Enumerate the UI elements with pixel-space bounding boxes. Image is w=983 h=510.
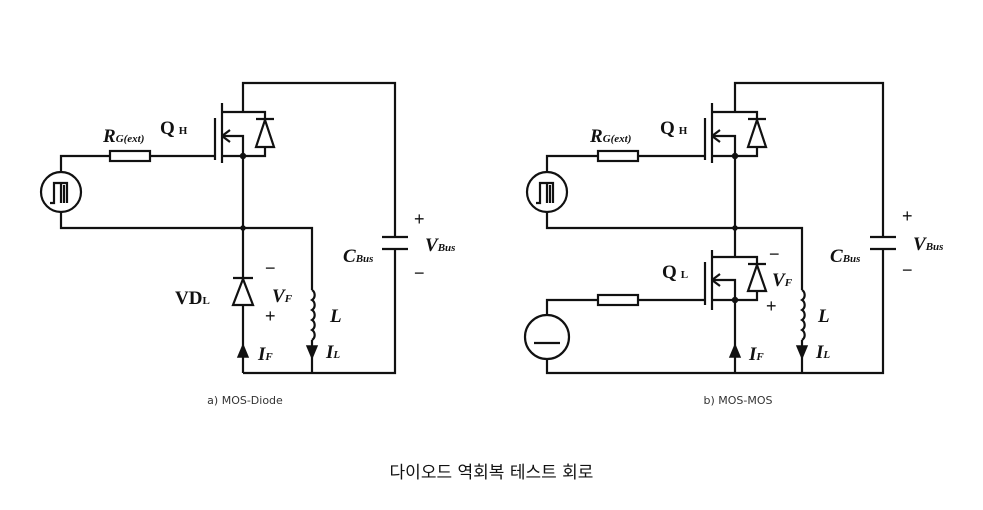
arrow-down-icon [795, 345, 809, 360]
gate-resistor-icon [596, 149, 640, 163]
vbus-minus: − [414, 263, 425, 283]
vbus-plus: + [902, 206, 913, 226]
mosfet-qh [703, 103, 768, 163]
vf-plus: + [265, 306, 276, 326]
label-vf: VF [772, 270, 793, 291]
arrow-up-icon [236, 343, 250, 358]
vbus-plus: + [414, 209, 425, 229]
figure-title: 다이오드 역회복 테스트 회로 [389, 463, 594, 483]
vf-plus: + [766, 296, 777, 316]
arrow-up-icon [728, 343, 742, 358]
capacitor-icon [382, 235, 408, 251]
gate-resistor-low-icon [596, 293, 640, 307]
label-vdl: VDL [175, 288, 210, 309]
inductor-icon [310, 289, 316, 341]
caption-b: b) MOS-MOS [703, 394, 772, 407]
dc-source-icon [523, 313, 571, 361]
label-rg-ext: RG(ext) [102, 126, 144, 147]
wires [545, 81, 885, 375]
label-rg-ext: RG(ext) [589, 126, 631, 147]
pulse-source-icon [39, 170, 83, 214]
vbus-minus: − [902, 260, 913, 280]
body-diode-icon [746, 261, 768, 293]
label-vbus: VBus [913, 234, 943, 255]
label-cbus: CBus [343, 246, 373, 267]
label-if: IF [257, 344, 273, 365]
pulse-source-icon [525, 170, 569, 214]
arrow-down-icon [305, 345, 319, 360]
body-diode-icon [746, 116, 768, 149]
vf-minus: − [265, 258, 276, 278]
label-il: IL [815, 342, 830, 363]
mosfet-ql [703, 250, 768, 310]
label-if: IF [748, 344, 764, 365]
capacitor-icon [870, 235, 896, 251]
label-l: L [329, 306, 342, 327]
label-l: L [817, 306, 830, 327]
diode-vdl-icon [231, 275, 255, 307]
caption-a: a) MOS-Diode [207, 394, 283, 407]
mosfet-qh [213, 103, 276, 163]
vf-minus: − [769, 244, 780, 264]
label-cbus: CBus [830, 246, 860, 267]
body-diode-icon [254, 116, 276, 149]
label-vf: VF [272, 286, 293, 307]
label-vbus: VBus [425, 235, 455, 256]
gate-resistor-icon [108, 149, 152, 163]
inductor-icon [800, 289, 806, 341]
label-il: IL [325, 342, 340, 363]
